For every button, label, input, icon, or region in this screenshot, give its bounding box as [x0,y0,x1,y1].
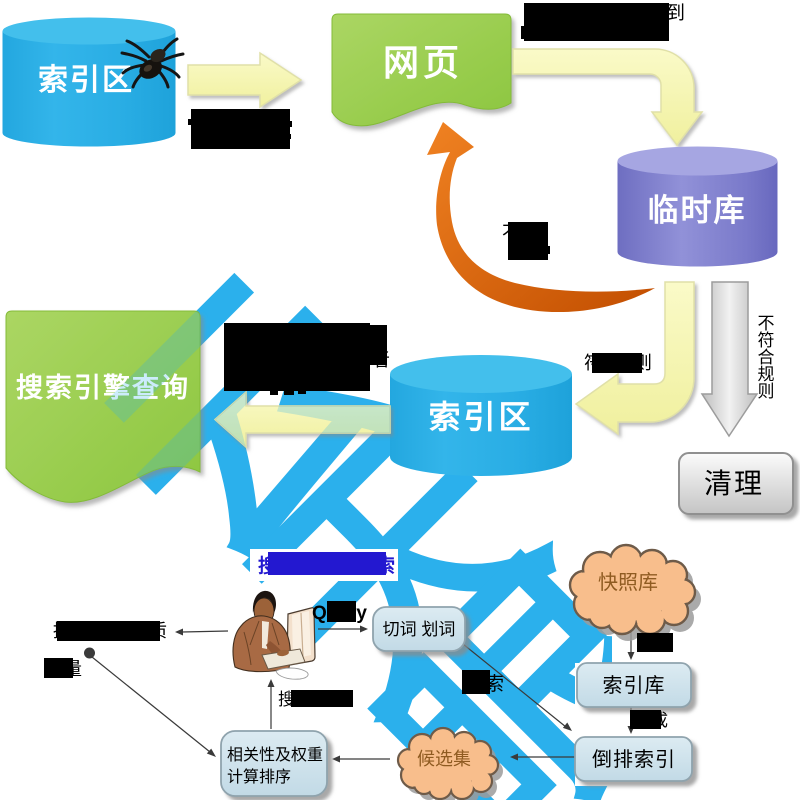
redaction-block-store [524,3,669,41]
arrowhead-snapshot-to-indexstore [627,652,635,660]
snapshot-cloud: 快照库 [568,543,701,641]
inverted-index-box: 倒排索引 [574,736,693,782]
webpage-label: 网页 [383,42,463,83]
arrowhead-dot-to-rank [206,748,216,757]
index-db-top [390,355,572,393]
redacted-note-crawl [188,109,292,149]
crawl-db-cylinder: 索引区 [2,17,176,147]
snapshot-cloud-label: 快照库 [598,571,658,594]
inverted-index-label: 倒排索引 [592,748,676,771]
connector-arrowheads [175,625,635,763]
redacted-note-recrawl: 不 [502,222,550,260]
result-note: 搜 [278,690,353,709]
index-db-label: 索引区 [428,399,533,435]
arrowhead-rank-to-user [267,679,275,687]
redacted-note-snapshot-index [637,633,673,652]
not-match-c2: 符 [758,331,775,350]
redaction-block-index-inverted [630,710,661,729]
index-store-box: 索引库 [576,662,692,708]
candidate-cloud: 候选集 [396,726,503,805]
redaction-block-left2 [44,658,73,678]
redaction-block-query [224,323,370,391]
temp-db-label: 临时库 [648,193,747,228]
wordseg-label: 切词 划词 [383,620,456,639]
connector-lines [91,628,632,760]
not-match-c3: 合 [758,348,775,367]
line-dot-to-rank [91,656,211,753]
query-word: Query [312,601,367,624]
arrowhead-inverted-to-candidate [510,753,518,761]
user-icon [232,590,316,680]
query-word-redaction [327,601,356,622]
not-match-c4: 规 [758,365,775,384]
index-store-label: 索引库 [603,674,666,697]
crawl-db-label: 索引区 [38,64,134,97]
redaction-block-result [291,690,353,707]
clean-box: 清理 [678,452,794,515]
retrieval-note: 索 [462,670,504,695]
section-title: 搜 索 [250,549,398,581]
not-match-note: 不 符 合 规 则 [758,314,775,401]
arrow-webpage-to-tempdb [512,48,704,147]
arrow-tempdb-to-indexdb [574,281,695,436]
arrowhead-candidate-to-rank [332,755,340,763]
arrowhead-user-to-leftnote [175,628,183,636]
redaction-block-left1 [57,621,160,641]
redacted-note-store: 到 [521,2,685,41]
redaction-block-query-ext [365,325,387,365]
arrow-tempdb-to-webpage [427,122,655,313]
rank-box-line1: 相关性及权重 [227,746,323,764]
redaction-block-retrieval [462,670,490,694]
redacted-note-query: 者 [224,323,390,395]
rank-box: 相关性及权重 计算排序 [220,730,328,797]
result-note-prefix: 搜 [278,690,295,709]
arrow-crawl-to-webpage [187,51,303,109]
left-note: 提 质 量 [44,621,167,679]
arrowhead-wordseg-to-inverted [562,722,572,731]
store-note-suffix: 到 [666,2,685,24]
crawl-db-top [2,17,176,45]
webpage-document: 网页 [331,13,512,127]
crawl-db-body [2,31,176,147]
temp-db-cylinder: 临时库 [617,146,778,267]
redacted-note-index-inverted: 成 [630,710,668,730]
not-match-c5: 则 [758,382,775,401]
clean-box-label: 清理 [704,468,764,499]
redaction-block-match-rule [592,353,642,373]
title-redaction [268,552,386,575]
match-rule-note: 符 则 [584,353,652,373]
wordseg-box: 切词 划词 [372,606,466,652]
index-db-cylinder: 索引区 [390,355,572,476]
redaction-block-crawl [191,109,290,149]
candidate-cloud-label: 候选集 [417,749,471,769]
arrowhead-user-to-wordseg [360,625,368,633]
spider-icon [120,37,185,89]
rank-box-line2: 计算排序 [227,767,291,786]
line-wordseg-to-inverted [457,639,567,728]
temp-db-body [617,161,778,267]
not-match-c1: 不 [758,314,775,333]
index-db-body [390,374,572,476]
redaction-block-recrawl [508,222,548,260]
line-user-to-leftnote [181,630,229,633]
temp-db-top [617,146,778,176]
arrow-tempdb-to-clean [700,281,759,438]
junction-dot [84,647,95,659]
